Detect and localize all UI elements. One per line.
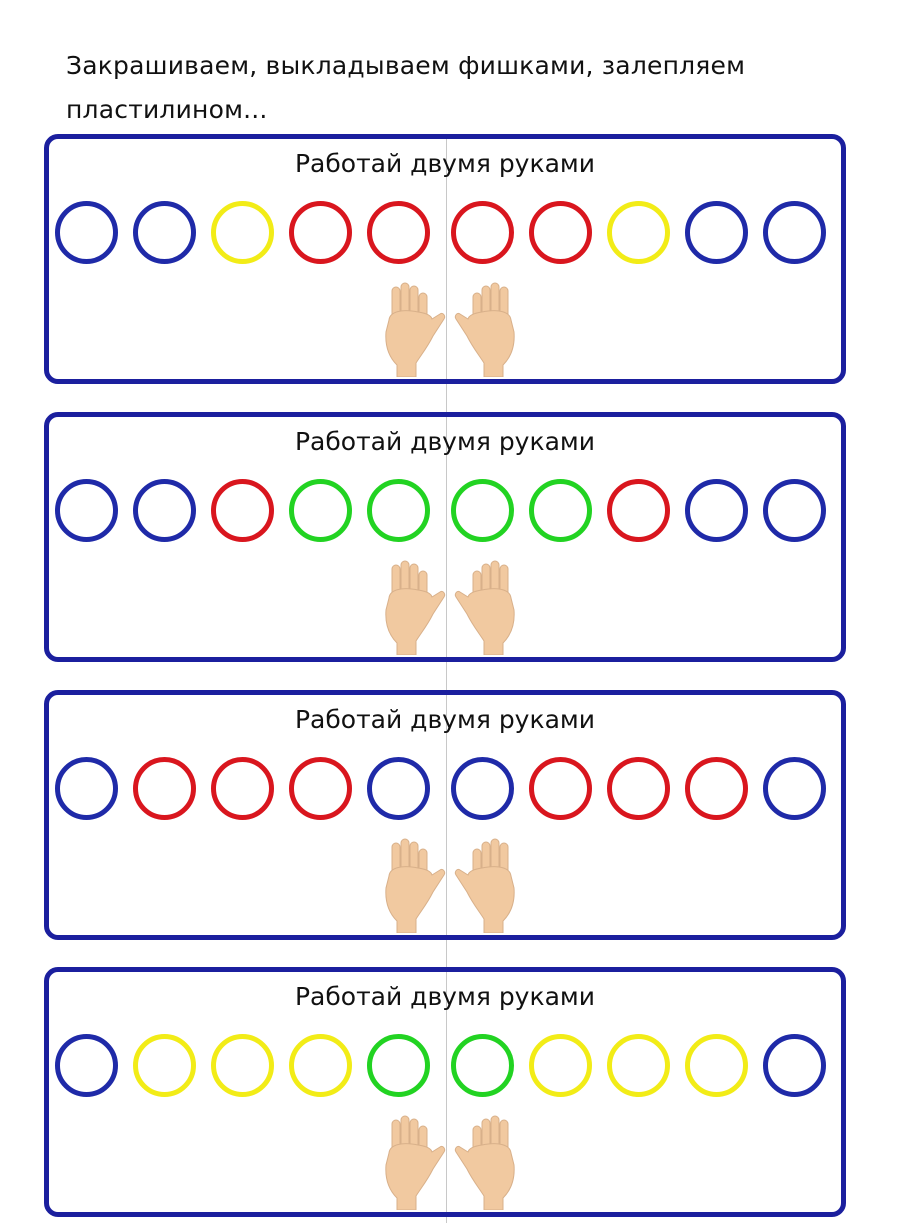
- card-title: Работай двумя руками: [294, 705, 596, 734]
- circle-9[interactable]: [685, 757, 748, 820]
- circle-1[interactable]: [55, 757, 118, 820]
- circle-1[interactable]: [55, 479, 118, 542]
- left-hand-icon: [375, 838, 447, 934]
- circle-7[interactable]: [529, 1034, 592, 1097]
- card-title: Работай двумя руками: [294, 427, 596, 456]
- worksheet-instructions: Закрашиваем, выкладываем фишками, залепл…: [66, 51, 746, 124]
- circle-4[interactable]: [289, 1034, 352, 1097]
- right-hand-icon: [453, 560, 525, 656]
- circle-6[interactable]: [451, 757, 514, 820]
- circle-1[interactable]: [55, 1034, 118, 1097]
- exercise-card-4: Работай двумя руками: [44, 967, 846, 1217]
- circle-8[interactable]: [607, 1034, 670, 1097]
- circle-5[interactable]: [367, 1034, 430, 1097]
- circle-10[interactable]: [763, 757, 826, 820]
- circle-7[interactable]: [529, 201, 592, 264]
- right-hand-icon: [453, 282, 525, 378]
- left-hand-icon: [375, 282, 447, 378]
- circle-4[interactable]: [289, 479, 352, 542]
- left-hand-icon: [375, 1115, 447, 1211]
- circle-7[interactable]: [529, 479, 592, 542]
- card-title: Работай двумя руками: [294, 982, 596, 1011]
- circle-10[interactable]: [763, 201, 826, 264]
- circle-10[interactable]: [763, 1034, 826, 1097]
- circle-3[interactable]: [211, 757, 274, 820]
- circle-1[interactable]: [55, 201, 118, 264]
- hands-illustration: [375, 838, 525, 934]
- right-hand-icon: [453, 1115, 525, 1211]
- circle-2[interactable]: [133, 201, 196, 264]
- right-hand-icon: [453, 838, 525, 934]
- circle-8[interactable]: [607, 201, 670, 264]
- circle-4[interactable]: [289, 201, 352, 264]
- exercise-card-2: Работай двумя руками: [44, 412, 846, 662]
- circle-9[interactable]: [685, 479, 748, 542]
- circle-9[interactable]: [685, 201, 748, 264]
- circle-5[interactable]: [367, 757, 430, 820]
- circle-5[interactable]: [367, 201, 430, 264]
- hands-illustration: [375, 282, 525, 378]
- circle-6[interactable]: [451, 479, 514, 542]
- circle-2[interactable]: [133, 479, 196, 542]
- circle-2[interactable]: [133, 757, 196, 820]
- exercise-card-1: Работай двумя руками: [44, 134, 846, 384]
- circle-5[interactable]: [367, 479, 430, 542]
- circle-9[interactable]: [685, 1034, 748, 1097]
- hands-illustration: [375, 1115, 525, 1211]
- circle-6[interactable]: [451, 1034, 514, 1097]
- circle-2[interactable]: [133, 1034, 196, 1097]
- circle-4[interactable]: [289, 757, 352, 820]
- circle-8[interactable]: [607, 757, 670, 820]
- circle-3[interactable]: [211, 479, 274, 542]
- circle-10[interactable]: [763, 479, 826, 542]
- circle-3[interactable]: [211, 1034, 274, 1097]
- circle-7[interactable]: [529, 757, 592, 820]
- exercise-card-3: Работай двумя руками: [44, 690, 846, 940]
- circle-6[interactable]: [451, 201, 514, 264]
- center-divider: [446, 138, 447, 1223]
- circle-3[interactable]: [211, 201, 274, 264]
- circle-8[interactable]: [607, 479, 670, 542]
- card-title: Работай двумя руками: [294, 149, 596, 178]
- hands-illustration: [375, 560, 525, 656]
- left-hand-icon: [375, 560, 447, 656]
